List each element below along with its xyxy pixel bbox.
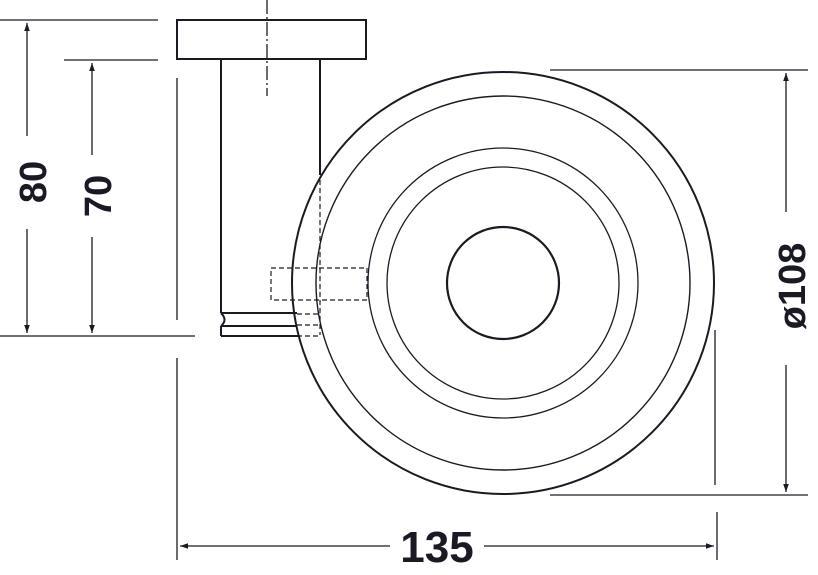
center-hub [445,225,561,341]
ring-2 [315,95,691,471]
dimension-70: 70 [78,63,120,333]
dimension-label-80: 80 [13,161,55,203]
dimension-label-diameter: ø108 [772,243,814,330]
ring-3 [367,147,639,419]
dimension-80: 80 [13,23,55,333]
extension-lines [0,19,808,560]
outer-ring [291,71,715,495]
ring-4 [386,166,620,400]
front-view [291,71,715,495]
dimension-135: 135 [180,523,714,572]
dimension-label-70: 70 [78,175,120,217]
post-groove [220,312,299,337]
hidden-mount [270,180,368,337]
dimension-diameter-108: ø108 [772,73,814,492]
side-view [176,0,368,337]
dimension-label-135: 135 [400,523,473,572]
wall-flange [176,19,367,60]
